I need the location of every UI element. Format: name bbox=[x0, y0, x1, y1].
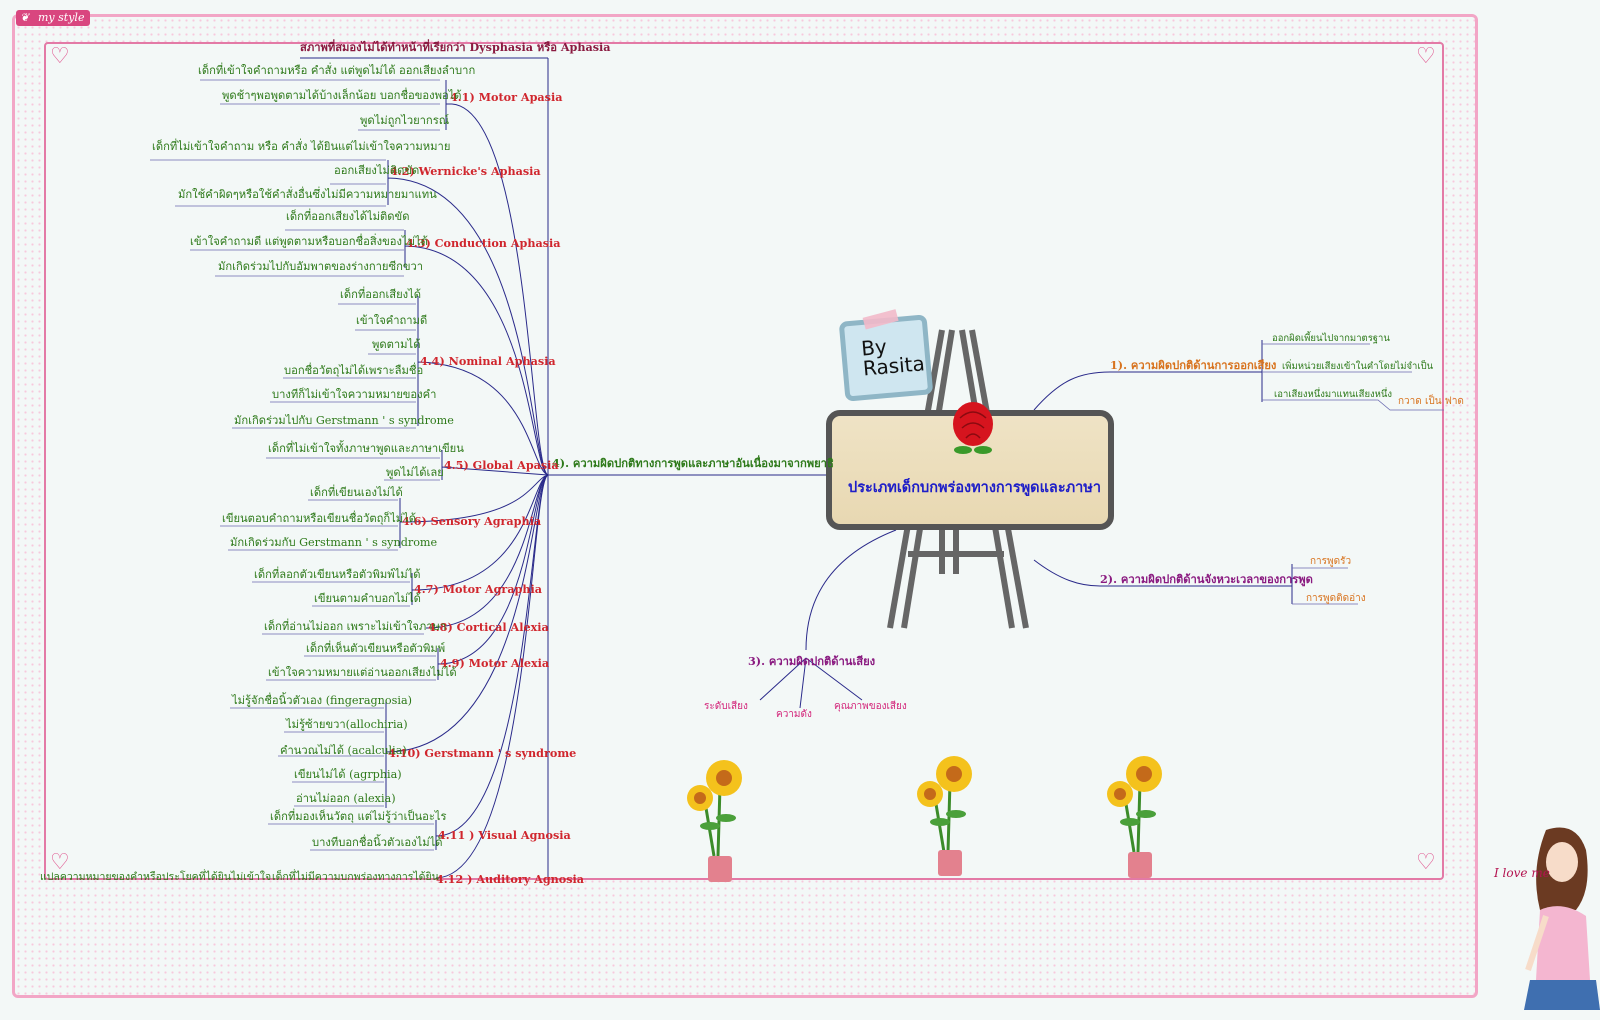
sub-4-10-item[interactable]: เขียนไม่ได้ (agrphia) bbox=[294, 768, 402, 781]
branch-2-label[interactable]: 2). ความผิดปกติด้านจังหวะเวลาของการพูด bbox=[1100, 572, 1313, 586]
sub-4-1-label[interactable]: 4.1) Motor Apasia bbox=[450, 90, 563, 104]
sub-4-10-item[interactable]: คำนวณไม่ได้ (acalculia) bbox=[280, 744, 407, 757]
sub-4-4-item[interactable]: พูดตามได้ bbox=[372, 338, 421, 351]
sub-4-6-item[interactable]: เด็กที่เขียนเองไม่ได้ bbox=[310, 486, 403, 499]
branch-3-item[interactable]: ความดัง bbox=[776, 709, 812, 720]
sub-4-4-label[interactable]: 4.4) Nominal Aphasia bbox=[420, 354, 556, 368]
heart-icon: ♡ bbox=[50, 850, 70, 875]
sub-4-6-item[interactable]: เขียนตอบคำถามหรือเขียนชื่อวัตถุก็ไม่ได้ bbox=[222, 512, 417, 525]
branch-4-intro[interactable]: สภาพที่สมองไม่ได้ทำหน้าที่เรียกว่า Dysph… bbox=[300, 40, 611, 54]
sub-4-10-item[interactable]: ไม่รู้จักชื่อนิ้วตัวเอง (fingeragnosia) bbox=[232, 694, 412, 707]
sub-4-6-item[interactable]: มักเกิดร่วมกับ Gerstmann ' s syndrome bbox=[230, 536, 438, 549]
sub-4-11-item[interactable]: บางทีบอกชื่อนิ้วตัวเองไม่ได้ bbox=[312, 836, 443, 849]
sub-4-2-label[interactable]: 4.2) Wernicke's Aphasia bbox=[390, 164, 541, 178]
style-badge: ❦ my style bbox=[16, 10, 91, 26]
rose-icon bbox=[953, 402, 993, 454]
sunflower-pot-illustration bbox=[687, 760, 742, 882]
sub-4-12-label[interactable]: 4.12 ) Auditory Agnosia bbox=[436, 872, 585, 886]
sub-4-6-label[interactable]: 4.6) Sensory Agraphia bbox=[402, 514, 542, 528]
sub-4-10-label[interactable]: 4.10) Gerstmann ' s syndrome bbox=[388, 746, 577, 760]
sub-4-3-item[interactable]: มักเกิดร่วมไปกับอัมพาตของร่างกายซีกขวา bbox=[218, 260, 424, 273]
sub-4-7-item[interactable]: เขียนตามคำบอกไม่ได้ bbox=[314, 592, 421, 605]
inner-frame bbox=[44, 42, 1444, 880]
sub-4-4-item[interactable]: เข้าใจคำถามดี bbox=[356, 314, 428, 327]
sub-4-2-item[interactable]: ออกเสียงไม่ติดขัด bbox=[334, 164, 420, 177]
sunflower-pot-illustration bbox=[1107, 756, 1162, 878]
sub-4-2-item[interactable]: เด็กที่ไม่เข้าใจคำถาม หรือ คำสั่ง ได้ยิน… bbox=[152, 140, 451, 153]
branch-2-item[interactable]: การพูดรัว bbox=[1310, 556, 1352, 567]
sub-4-4-item[interactable]: เด็กที่ออกเสียงได้ bbox=[340, 288, 422, 301]
sub-4-10-item[interactable]: อ่านไม่ออก (alexia) bbox=[296, 792, 396, 805]
heart-icon: ♡ bbox=[1416, 44, 1436, 69]
branch-1-item[interactable]: ออกผิดเพี้ยนไปจากมาตรฐาน bbox=[1272, 333, 1390, 344]
sub-4-4-item[interactable]: มักเกิดร่วมไปกับ Gerstmann ' s syndrome bbox=[234, 414, 454, 427]
sub-4-12-item[interactable]: แปลความหมายของคำหรือประโยคที่ได้ยินไม่เข… bbox=[40, 871, 272, 883]
branch-3-label[interactable]: 3). ความผิดปกติด้านเสียง bbox=[748, 654, 876, 668]
branch-1-item[interactable]: เอาเสียงหนึ่งมาแทนเสียงหนึ่ง bbox=[1274, 389, 1393, 400]
central-topic[interactable]: ประเภทเด็กบกพร่องทางการพูดและภาษา bbox=[848, 479, 1102, 496]
branch-1-example[interactable]: กวาด เป็น ฟาด bbox=[1398, 396, 1464, 407]
branch-4-label[interactable]: 4). ความผิดปกติทางการพูดและภาษาอันเนื่อง… bbox=[552, 456, 834, 470]
author-label: By Rasita bbox=[860, 333, 926, 381]
branch-3-item[interactable]: คุณภาพของเสียง bbox=[834, 701, 907, 712]
sub-4-3-label[interactable]: 4.3) Conduction Aphasia bbox=[406, 236, 561, 250]
sub-4-4-item[interactable]: บอกชื่อวัตถุไม่ได้เพราะลืมชื่อ bbox=[284, 364, 424, 377]
sub-4-7-item[interactable]: เด็กที่ลอกตัวเขียนหรือตัวพิมพ์ไม่ได้ bbox=[254, 568, 421, 581]
sunflower-pot-illustration bbox=[917, 756, 972, 876]
bird-icon: ❦ bbox=[20, 11, 30, 24]
heart-icon: ♡ bbox=[1416, 850, 1436, 875]
sub-4-12-item[interactable]: เด็กที่ไม่มีความบกพร่องทางการได้ยิน bbox=[272, 871, 439, 883]
branch-1-label[interactable]: 1). ความผิดปกติด้านการออกเสียง bbox=[1110, 358, 1277, 372]
branch-1-item[interactable]: เพิ่มหน่วยเสียงเข้าในคำโดยไม่จำเป็น bbox=[1282, 361, 1434, 372]
branch-2-item[interactable]: การพูดติดอ่าง bbox=[1306, 593, 1366, 604]
sub-4-8-item[interactable]: เด็กที่อ่านไม่ออก เพราะไม่เข้าใจภาษา bbox=[264, 620, 447, 633]
style-badge-label: my style bbox=[38, 11, 85, 24]
sub-4-11-item[interactable]: เด็กที่มองเห็นวัตถุ แต่ไม่รู้ว่าเป็นอะไร bbox=[270, 810, 447, 823]
girl-caption: I love me bbox=[1494, 866, 1550, 880]
author-text: By Rasita bbox=[860, 334, 926, 381]
sub-4-5-item[interactable]: พูดไม่ได้เลย bbox=[386, 466, 444, 479]
sub-4-11-label[interactable]: 4.11 ) Visual Agnosia bbox=[438, 828, 571, 842]
sub-4-4-item[interactable]: บางทีก็ไม่เข้าใจความหมายของคำ bbox=[272, 388, 437, 401]
sub-4-3-item[interactable]: เด็กที่ออกเสียงได้ไม่ติดขัด bbox=[286, 210, 410, 223]
sub-4-1-item[interactable]: พูดช้าๆพอพูดตามได้บ้างเล็กน้อย บอกชื่อขอ… bbox=[222, 89, 462, 102]
sub-4-9-item[interactable]: เข้าใจความหมายแต่อ่านออกเสียงไม่ได้ bbox=[268, 666, 457, 679]
sub-4-7-label[interactable]: 4.7) Motor Agraphia bbox=[414, 582, 543, 596]
sub-4-1-item[interactable]: เด็กที่เข้าใจคำถามหรือ คำสั่ง แต่พูดไม่ไ… bbox=[198, 64, 476, 77]
sub-4-8-label[interactable]: 4.8) Cortical Alexia bbox=[428, 620, 549, 634]
sub-4-2-item[interactable]: มักใช้คำผิดๆหรือใช้คำสั่งอื่นซึ่งไม่มีคว… bbox=[178, 188, 437, 201]
sub-4-5-item[interactable]: เด็กที่ไม่เข้าใจทั้งภาษาพูดและภาษาเขียน bbox=[268, 442, 464, 455]
branch-3-item[interactable]: ระดับเสียง bbox=[704, 701, 748, 712]
heart-icon: ♡ bbox=[50, 44, 70, 69]
sub-4-3-item[interactable]: เข้าใจคำถามดี แต่พูดตามหรือบอกชื่อสิ่งขอ… bbox=[190, 235, 428, 248]
sub-4-9-item[interactable]: เด็กที่เห็นตัวเขียนหรือตัวพิมพ์ bbox=[306, 642, 446, 655]
sub-4-5-label[interactable]: 4.5) Global Apasia bbox=[444, 458, 559, 472]
sub-4-9-label[interactable]: 4.9) Motor Alexia bbox=[440, 656, 550, 670]
sub-4-10-item[interactable]: ไม่รู้ซ้ายขวา(allochiria) bbox=[286, 718, 408, 731]
girl-illustration bbox=[1524, 827, 1600, 1010]
sub-4-1-item[interactable]: พูดไม่ถูกไวยากรณ์ bbox=[360, 114, 450, 127]
